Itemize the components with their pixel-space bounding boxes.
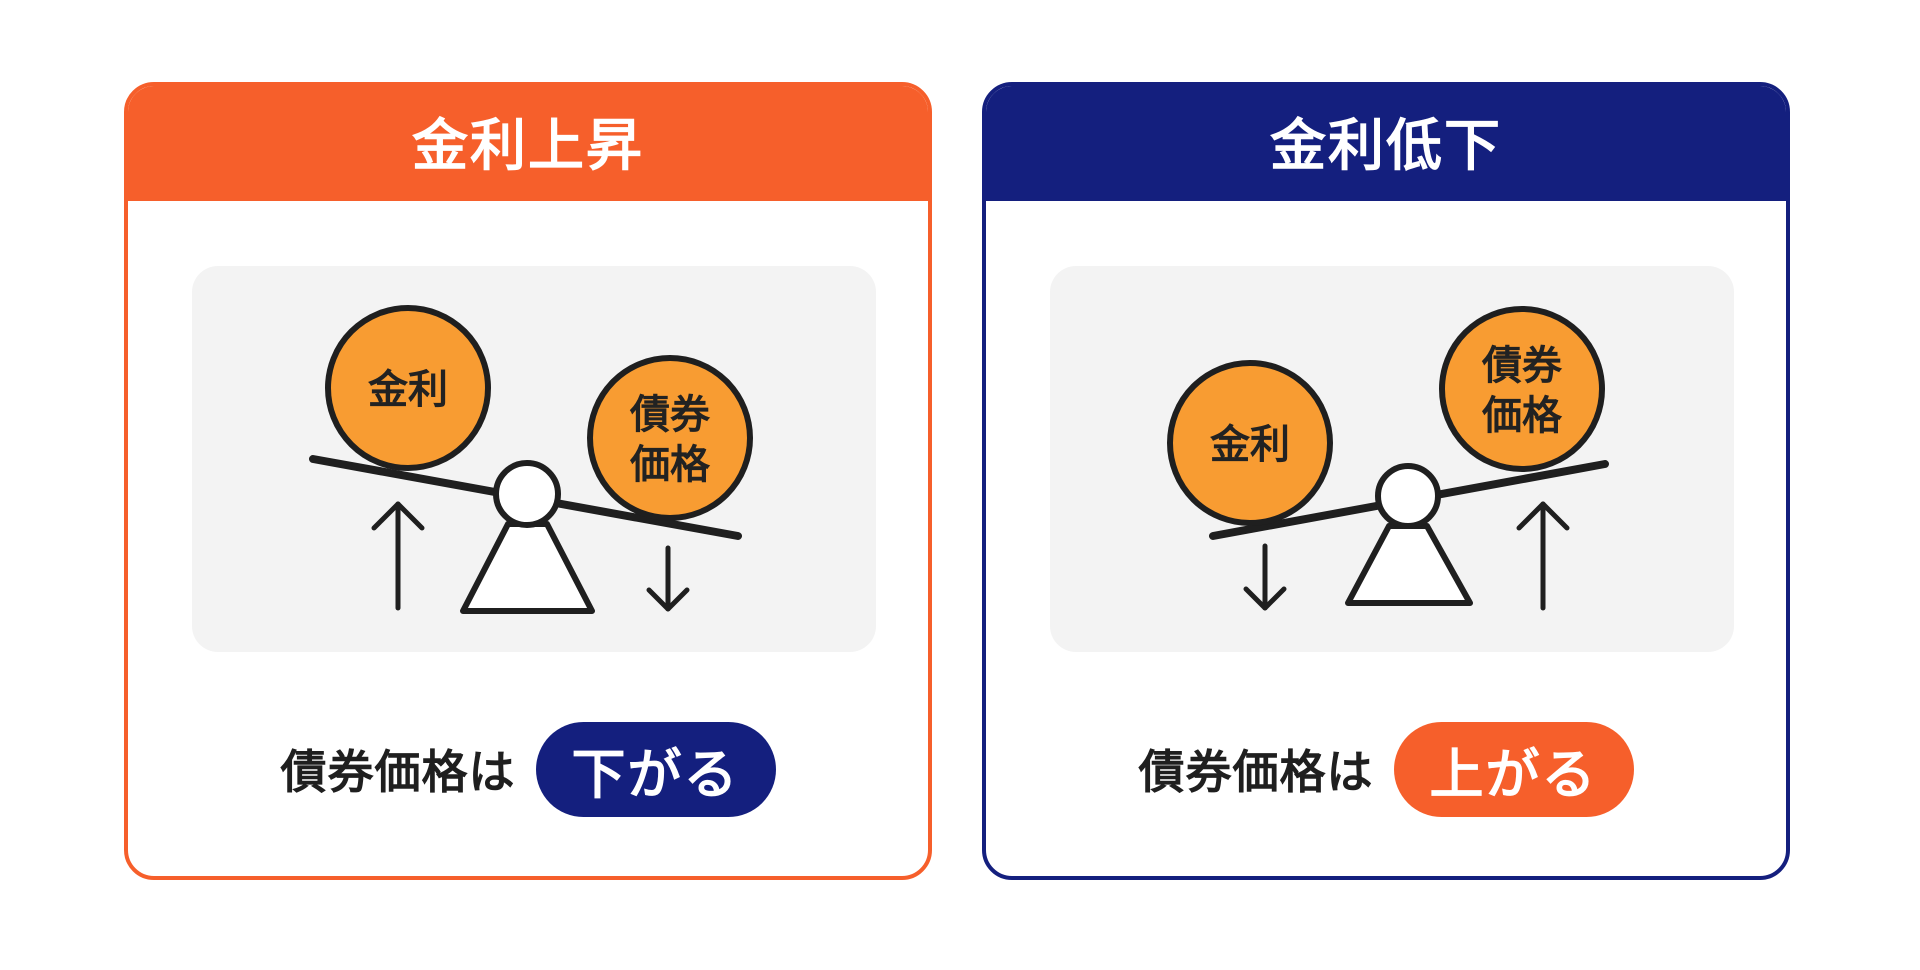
down-arrow-icon	[646, 545, 690, 612]
seesaw-panel: 金利 債券 価格	[1050, 266, 1734, 652]
interest-rate-ball-label: 金利	[1209, 422, 1290, 468]
result-row: 債券価格は 下がる	[128, 720, 928, 818]
result-badge-down: 下がる	[535, 721, 776, 817]
bond-price-ball-label-2: 価格	[1481, 393, 1563, 439]
seesaw-panel: 金利 債券 価格	[192, 266, 876, 652]
result-badge-up: 上がる	[1393, 721, 1634, 817]
bond-price-ball-label-1: 債券	[1481, 343, 1563, 389]
seesaw-illustration: 金利 債券 価格	[1167, 306, 1609, 611]
rate-rise-card: 金利上昇 金利 債券 価格 債券価格は 下がる	[124, 82, 932, 880]
result-label: 債券価格は	[280, 745, 516, 799]
up-arrow-icon	[371, 501, 425, 611]
rate-fall-card: 金利低下 金利 債券 価格 債券価格は 上がる	[982, 82, 1790, 880]
bond-price-ball-label-2: 価格	[629, 442, 711, 488]
result-row: 債券価格は 上がる	[986, 720, 1786, 818]
fulcrum-base	[1345, 523, 1473, 606]
down-arrow-icon	[1243, 543, 1287, 611]
rate-rise-title: 金利上昇	[128, 86, 928, 201]
fulcrum-pivot	[493, 460, 561, 528]
interest-rate-ball-label: 金利	[367, 367, 448, 413]
rate-fall-title: 金利低下	[986, 86, 1786, 201]
bond-price-ball	[1439, 306, 1605, 472]
seesaw-illustration: 金利 債券 価格	[309, 305, 753, 614]
up-arrow-icon	[1516, 501, 1570, 611]
fulcrum-base	[460, 521, 595, 614]
bond-price-ball	[587, 355, 753, 521]
fulcrum-pivot	[1375, 463, 1441, 529]
result-label: 債券価格は	[1138, 745, 1374, 799]
bond-price-ball-label-1: 債券	[629, 392, 711, 438]
interest-rate-ball	[1167, 360, 1333, 526]
interest-rate-ball	[325, 305, 491, 471]
